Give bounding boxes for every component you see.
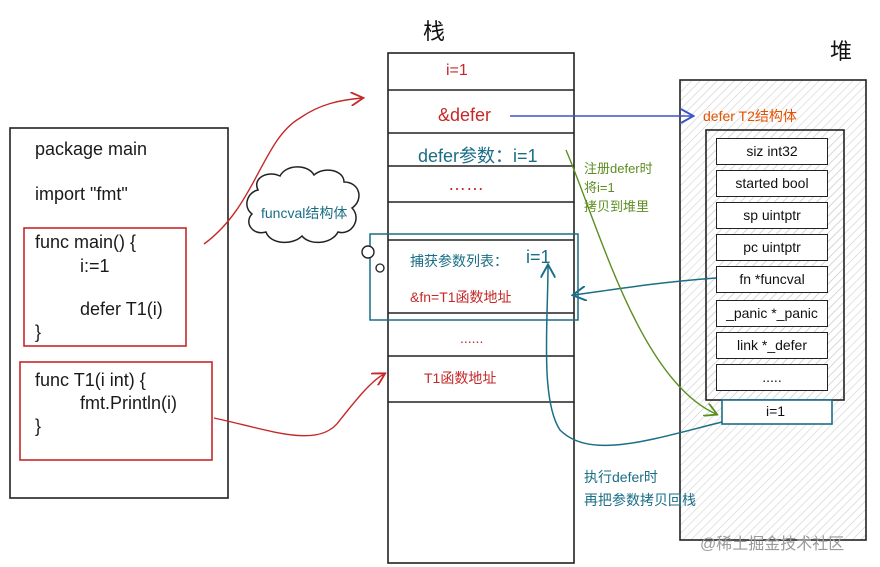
heap-field: pc uintptr	[716, 234, 828, 261]
funcval-cloud	[246, 166, 360, 244]
capture-list-value: i=1	[526, 247, 551, 267]
stack-column	[387, 52, 575, 564]
code-line: i:=1	[80, 256, 110, 276]
heap-field: siz int32	[716, 138, 828, 165]
code-panel	[9, 127, 229, 499]
t1-address: T1函数地址	[424, 370, 497, 386]
funcval-frame	[369, 233, 579, 321]
heap-field: started bool	[716, 170, 828, 197]
cloud-label: funcval结构体	[261, 205, 348, 221]
heap-field: .....	[716, 364, 828, 391]
fn-address: &fn=T1函数地址	[410, 289, 512, 305]
t1-to-stack-arrow	[213, 374, 384, 437]
main-func-box	[23, 227, 187, 347]
stack-row-defer-arg: defer参数：i=1	[418, 146, 538, 166]
annotation-register: 拷贝到堆里	[584, 199, 650, 214]
fn-pointer-arrow	[574, 277, 717, 295]
stack-title: 栈	[423, 20, 446, 45]
copy-back-arrow	[546, 266, 723, 447]
main-to-stack-arrow	[203, 98, 362, 245]
watermark: @稀土掘金技术社区	[700, 536, 845, 553]
t1-func-box	[19, 361, 213, 461]
code-line: defer T1(i)	[80, 299, 163, 319]
stack-row-defer: &defer	[438, 105, 492, 125]
code-line: import "fmt"	[35, 184, 128, 204]
heap-title: 堆	[830, 40, 853, 65]
heap-field: sp uintptr	[716, 202, 828, 229]
code-line: }	[35, 416, 42, 436]
code-line: package main	[35, 139, 148, 159]
stack-row-ellipsis: ……	[448, 174, 484, 194]
annotation-exec: 再把参数拷贝回栈	[584, 492, 696, 508]
heap-field: _panic *_panic	[716, 300, 828, 327]
annotation-exec: 执行defer时	[584, 469, 658, 485]
code-line: func T1(i int) {	[35, 370, 146, 390]
annotation-register: 将i=1	[584, 180, 615, 195]
heap-copied-value: i=1	[766, 403, 786, 419]
stack-row-i: i=1	[446, 62, 468, 79]
heap-copied-arg	[721, 399, 833, 425]
code-line: }	[35, 322, 42, 342]
copy-to-heap-arrow	[565, 149, 716, 414]
heap-struct-header: defer T2结构体	[703, 108, 797, 124]
annotation-register: 注册defer时	[584, 161, 653, 176]
heap-field: fn *funcval	[716, 266, 828, 293]
stack-row-ellipsis-2: ......	[460, 330, 484, 346]
heap-field: link *_defer	[716, 332, 828, 359]
capture-list-label: 捕获参数列表：	[410, 253, 508, 269]
code-line: fmt.Println(i)	[80, 393, 178, 413]
code-line: func main() {	[35, 232, 137, 252]
